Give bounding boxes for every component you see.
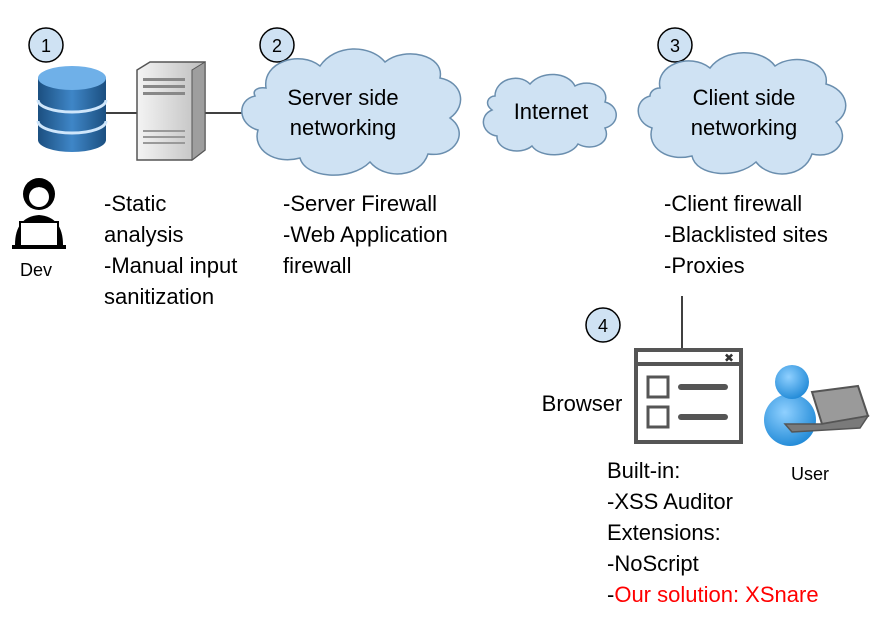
browser-notes: Built-in: -XSS Auditor Extensions: -NoSc… xyxy=(607,458,733,576)
database-icon xyxy=(36,66,108,152)
svg-text:4: 4 xyxy=(598,316,608,336)
step-4-badge: 4 xyxy=(585,307,621,343)
dev-notes: -Static analysis -Manual input sanitizat… xyxy=(104,191,238,309)
browser-label: Browser xyxy=(542,391,623,416)
step-3-badge: 3 xyxy=(657,27,693,63)
server-cloud-line1: Server side xyxy=(287,85,398,110)
user-laptop-icon xyxy=(764,365,870,446)
internet-cloud: Internet xyxy=(482,73,617,156)
svg-text:1: 1 xyxy=(41,36,51,56)
server-networking-cloud: Server side networking xyxy=(241,48,462,176)
solution-highlight: Our solution: XSnare xyxy=(614,582,819,607)
solution-prefix: - xyxy=(607,582,615,607)
client-notes: -Client firewall -Blacklisted sites -Pro… xyxy=(664,191,828,278)
server-notes: -Server Firewall -Web Application firewa… xyxy=(283,191,448,278)
step-2-badge: 2 xyxy=(259,27,295,63)
client-networking-cloud: Client side networking xyxy=(637,52,847,175)
user-label: User xyxy=(791,464,829,484)
close-icon: ✖ xyxy=(724,351,734,365)
client-cloud-line1: Client side xyxy=(693,85,796,110)
server-icon xyxy=(136,61,206,162)
svg-text:2: 2 xyxy=(272,36,282,56)
server-cloud-line2: networking xyxy=(290,115,396,140)
step-1-badge: 1 xyxy=(28,27,64,63)
solution-line: -Our solution: XSnare xyxy=(607,579,819,610)
developer-icon xyxy=(12,178,66,249)
browser-window-icon: ✖ xyxy=(634,348,743,444)
client-cloud-line2: networking xyxy=(691,115,797,140)
internet-label: Internet xyxy=(514,99,589,124)
dev-label: Dev xyxy=(20,260,52,280)
svg-text:3: 3 xyxy=(670,36,680,56)
